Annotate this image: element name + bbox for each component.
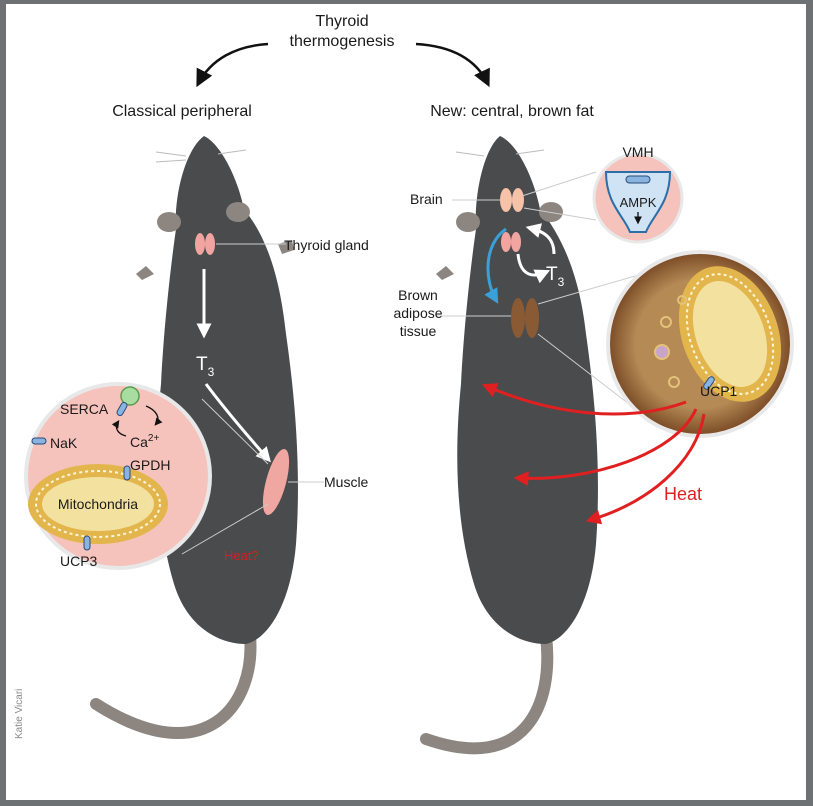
vmh-receptor xyxy=(625,175,651,184)
left-mouse-ear xyxy=(157,212,181,232)
right-heat-label: Heat xyxy=(664,484,702,504)
whisker xyxy=(217,149,247,155)
bat-connector xyxy=(537,333,643,415)
mitochondria-label: Mitochondria xyxy=(58,496,138,512)
ucp3-protein xyxy=(83,535,91,551)
left-mouse-ear xyxy=(226,202,250,222)
diagram-svg: Thyroid thermogenesis Classical peripher… xyxy=(14,13,794,755)
inset-connector xyxy=(201,398,269,465)
lipid-droplet xyxy=(654,344,670,360)
left-muscle xyxy=(262,449,290,515)
serca-arrow xyxy=(111,420,127,437)
heat-arrow xyxy=(513,408,698,487)
right-t3-arrow xyxy=(516,253,551,284)
left-thyroid-gland xyxy=(205,233,215,255)
vmh-connector xyxy=(521,171,597,197)
ampk-label: AMPK xyxy=(620,195,657,210)
left-t3-label: T3 xyxy=(196,354,215,379)
nak-pump xyxy=(31,437,47,445)
vmh-connector xyxy=(523,207,597,221)
right-heading: New: central, brown fat xyxy=(430,103,594,120)
left-heading: Classical peripheral xyxy=(112,103,252,120)
bat-mitochondria-cristae xyxy=(685,273,775,395)
right-mouse-ear xyxy=(456,212,480,232)
lipid-droplet xyxy=(677,295,687,305)
right-thyroid-gland xyxy=(501,232,511,252)
bat-label-line2: adipose xyxy=(393,305,442,321)
title-line1: Thyroid xyxy=(315,13,368,30)
artist-credit: Katie Vicari xyxy=(14,689,25,739)
heat-arrow xyxy=(585,413,706,525)
vmh-region xyxy=(604,171,672,233)
muscle-label: Muscle xyxy=(324,474,369,490)
right-mouse xyxy=(420,136,598,755)
nak-label: NaK xyxy=(50,435,78,451)
vmh-label: VMH xyxy=(622,144,653,160)
left-inset xyxy=(24,382,212,570)
bat-label-line3: tissue xyxy=(400,323,437,339)
thyroid-gland-label: Thyroid gland xyxy=(284,237,369,253)
right-t3-label: T3 xyxy=(546,264,565,289)
ucp3-label: UCP3 xyxy=(60,553,98,569)
left-mouse-forefoot xyxy=(136,266,154,280)
lipid-droplet xyxy=(668,376,680,388)
serca-arrow xyxy=(145,405,163,426)
ucp1-label: UCP1 xyxy=(700,383,738,399)
mitochondria-cristae xyxy=(35,470,161,538)
whisker xyxy=(155,151,187,157)
whisker xyxy=(455,151,485,157)
left-heat-label: Heat? xyxy=(224,548,259,563)
inset-connector xyxy=(181,503,269,555)
brain-to-bat-arrow xyxy=(484,227,507,304)
ucp1-protein xyxy=(703,376,715,390)
brown-adipose-tissue xyxy=(511,298,525,338)
right-mouse-forefoot xyxy=(436,266,454,280)
gpdh-label: GPDH xyxy=(130,457,170,473)
whisker xyxy=(515,149,545,155)
figure-canvas: Thyroid thermogenesis Classical peripher… xyxy=(6,4,806,800)
brain xyxy=(512,188,524,212)
bat-connector xyxy=(537,273,643,305)
right-mouse-tail xyxy=(420,630,554,755)
bat-label-line1: Brown xyxy=(398,287,438,303)
brain-label: Brain xyxy=(410,191,443,207)
bat-mitochondria-inner xyxy=(692,281,768,387)
serca-label: SERCA xyxy=(60,401,109,417)
gpdh-protein xyxy=(123,465,131,481)
bat-inset xyxy=(606,250,794,438)
brown-adipose-tissue xyxy=(525,298,539,338)
vmh-inset xyxy=(592,152,684,244)
title-arrow-right xyxy=(415,42,490,88)
serca-pump xyxy=(116,402,128,416)
serca-ion xyxy=(120,386,140,406)
right-t3-to-brain-arrow xyxy=(525,223,556,255)
ca-label: Ca2+ xyxy=(130,433,159,450)
title-line2: thermogenesis xyxy=(290,33,395,50)
left-thyroid-gland xyxy=(195,233,205,255)
lipid-droplet xyxy=(660,316,672,328)
heat-arrow xyxy=(481,383,687,416)
left-t3-arrow-to-muscle xyxy=(204,383,271,463)
right-mouse-body xyxy=(457,136,598,644)
left-mouse-tail xyxy=(90,630,257,740)
whisker xyxy=(155,159,187,163)
right-thyroid-gland xyxy=(511,232,521,252)
mitochondria-inner xyxy=(42,477,154,531)
title-arrow-left xyxy=(196,42,269,88)
brain xyxy=(500,188,512,212)
